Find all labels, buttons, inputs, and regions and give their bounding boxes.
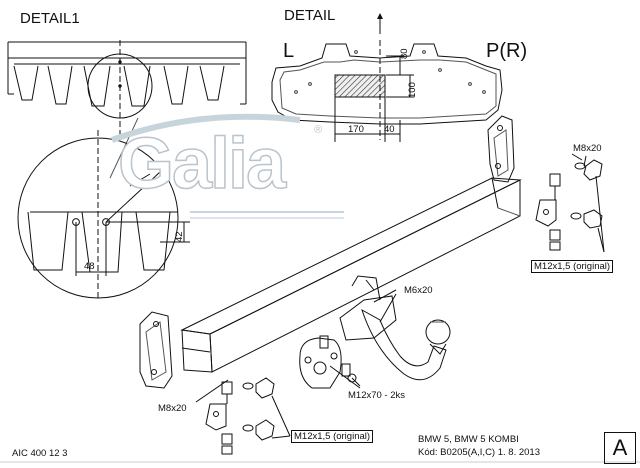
watermark-registered-mark: ® xyxy=(314,124,323,136)
zoom-detail-circle xyxy=(17,130,190,300)
detail-label: DETAIL xyxy=(284,7,336,24)
callout-nut-top: M12x1,5 (original) xyxy=(531,260,614,273)
left-mounting-plate xyxy=(139,311,173,389)
sheet-letter-box: A xyxy=(604,432,636,464)
fasteners-top-right xyxy=(535,155,605,253)
detail1-bumper-view xyxy=(7,40,247,179)
sheet-letter: A xyxy=(612,435,628,460)
fasteners-bottom-left xyxy=(195,377,291,455)
watermark-graphic xyxy=(110,113,344,219)
left-side-label: L xyxy=(283,40,295,62)
callout-ball-bolts: M6x20 xyxy=(404,285,433,296)
dim-100: 100 xyxy=(407,82,418,98)
watermark-logo: Galia xyxy=(117,124,287,204)
ball-mount-bracket xyxy=(299,335,357,389)
dim-40: 40 xyxy=(384,124,395,135)
part-number: AIC 400 12 3 xyxy=(12,448,68,459)
tow-bar-beam xyxy=(180,177,522,373)
code-and-date: Kód: B0205(A,I,C) 1. 8. 2013 xyxy=(418,447,540,458)
callout-nut-bottom: M12x1,5 (original) xyxy=(291,430,374,443)
dim-80: 80 xyxy=(399,48,410,59)
right-side-label: P(R) xyxy=(486,40,528,62)
callout-ball-mount-bolts: M12x70 - 2ks xyxy=(348,390,406,401)
right-mounting-plate xyxy=(487,115,515,183)
detail1-label: DETAIL1 xyxy=(20,10,80,27)
dim-170: 170 xyxy=(348,124,364,135)
vehicle-name: BMW 5, BMW 5 KOMBI xyxy=(418,434,519,445)
dim-48: 48 xyxy=(84,261,95,272)
dim-42: 42 xyxy=(174,231,185,242)
ball-mount-assembly xyxy=(339,275,451,381)
callout-bolt-top: M8x20 xyxy=(573,143,602,154)
detail-cross-member-view xyxy=(271,13,503,142)
callout-bolt-bottom: M8x20 xyxy=(158,403,187,414)
callout-leaders xyxy=(329,153,583,389)
